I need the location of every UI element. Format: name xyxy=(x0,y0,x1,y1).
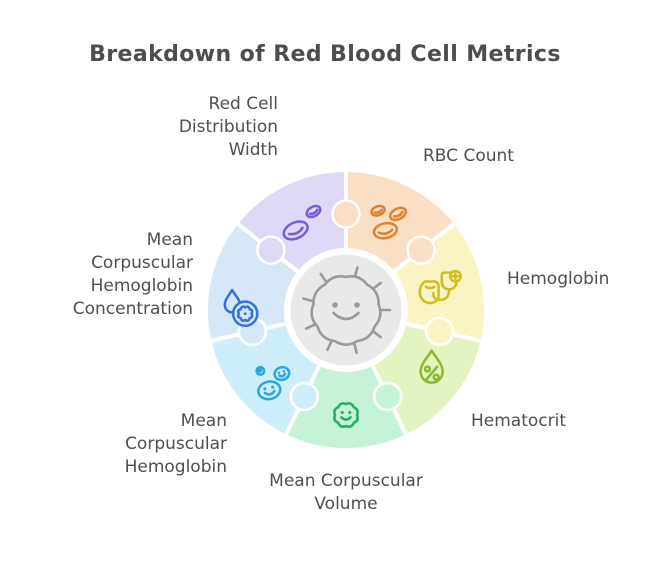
smiling-cell-icon xyxy=(333,402,359,428)
puzzle-tab xyxy=(289,381,320,412)
label-rbc-count: RBC Count xyxy=(423,146,514,166)
red-blood-cells-icon xyxy=(370,204,408,240)
label-hematocrit: Hematocrit xyxy=(471,411,567,431)
label-mean-corpuscular-volume: Mean Corpuscular Volume xyxy=(269,471,423,514)
droplet-cell-icon xyxy=(223,288,259,328)
two-red-cells-icon xyxy=(282,204,322,241)
puzzle-tab xyxy=(331,199,361,229)
puzzle-tab xyxy=(256,235,286,265)
puzzle-tab xyxy=(406,235,436,265)
label-red-cell-distribution-width: Red Cell Distribution Width xyxy=(178,94,278,160)
label-mean-corpuscular-hemoglobin-concentration: Mean Corpuscular Hemoglobin Concentratio… xyxy=(72,230,193,319)
smiling-cells-icon xyxy=(255,365,291,401)
page-title: Breakdown of Red Blood Cell Metrics xyxy=(89,42,561,67)
droplet-percent-icon xyxy=(419,349,444,384)
puzzle-tab xyxy=(424,316,455,347)
segment-red-cell-distribution-width xyxy=(234,168,348,275)
blood-bag-hand-icon xyxy=(418,269,462,305)
label-hemoglobin: Hemoglobin xyxy=(507,269,610,289)
center-circle xyxy=(287,251,405,369)
smiling-cell-mascot xyxy=(302,266,392,354)
puzzle-tab xyxy=(372,381,403,412)
label-mean-corpuscular-hemoglobin: Mean Corpuscular Hemoglobin xyxy=(124,411,227,477)
